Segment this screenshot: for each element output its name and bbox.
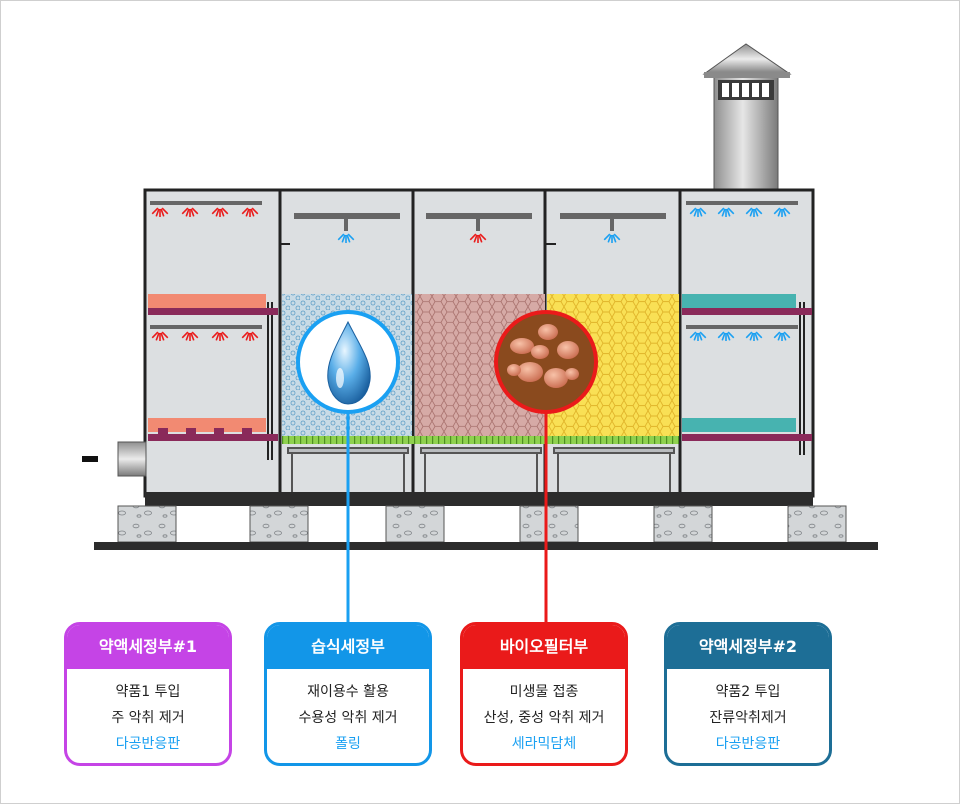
spray-fan bbox=[151, 331, 169, 341]
card-line: 주 악취 제거 bbox=[111, 710, 185, 726]
card-title: 약액세정부#1 bbox=[67, 625, 229, 669]
baffles bbox=[267, 243, 805, 460]
card-chemical-wash-2: 약액세정부#2 약품2 투입 잔류악취제거 다공반응판 bbox=[664, 622, 832, 766]
card-title: 바이오필터부 bbox=[463, 625, 625, 669]
spray-fan bbox=[241, 331, 259, 341]
inlet-duct bbox=[82, 441, 147, 477]
spray-fan bbox=[337, 233, 355, 243]
spray-fan bbox=[717, 207, 735, 217]
spray-fan bbox=[689, 331, 707, 341]
card-highlight: 다공반응판 bbox=[115, 736, 181, 752]
ground-line bbox=[94, 542, 878, 550]
spray-fan bbox=[603, 233, 621, 243]
spray-fan bbox=[181, 207, 199, 217]
card-line: 미생물 접종 bbox=[509, 684, 579, 700]
spray-fan bbox=[211, 331, 229, 341]
card-line: 산성, 중성 악취 제거 bbox=[483, 710, 605, 726]
spray-fan bbox=[241, 207, 259, 217]
spray-fan bbox=[211, 207, 229, 217]
card-title: 약액세정부#2 bbox=[667, 625, 829, 669]
spray-fan bbox=[745, 331, 763, 341]
card-title: 습식세정부 bbox=[267, 625, 429, 669]
spray-fan bbox=[745, 207, 763, 217]
chemical-plates-1 bbox=[148, 294, 278, 441]
card-highlight: 세라믹담체 bbox=[511, 736, 577, 752]
water-drop-icon bbox=[296, 310, 400, 414]
card-line: 잔류악취제거 bbox=[709, 710, 787, 726]
tank-floor bbox=[145, 492, 813, 506]
spray-fan bbox=[773, 207, 791, 217]
support-grid bbox=[282, 436, 679, 444]
card-highlight: 다공반응판 bbox=[715, 736, 781, 752]
spray-fan bbox=[689, 207, 707, 217]
card-line: 약품1 투입 bbox=[115, 684, 181, 700]
card-chemical-wash-1: 약액세정부#1 약품1 투입 주 악취 제거 다공반응판 bbox=[64, 622, 232, 766]
card-line: 재이용수 활용 bbox=[307, 684, 389, 700]
spray-fan bbox=[717, 331, 735, 341]
card-bio-filter: 바이오필터부 미생물 접종 산성, 중성 악취 제거 세라믹담체 bbox=[460, 622, 628, 766]
card-highlight: 폴링 bbox=[335, 736, 361, 752]
card-line: 약품2 투입 bbox=[715, 684, 781, 700]
foundation-blocks bbox=[117, 505, 847, 543]
spray-fan bbox=[181, 331, 199, 341]
microbe-cluster-icon bbox=[494, 310, 598, 414]
spray-fan bbox=[469, 233, 487, 243]
card-line: 수용성 악취 제거 bbox=[298, 710, 398, 726]
chimney-icon bbox=[702, 43, 792, 193]
card-wet-scrubber: 습식세정부 재이용수 활용 수용성 악취 제거 폴링 bbox=[264, 622, 432, 766]
spray-nozzle-icon bbox=[150, 201, 798, 329]
chemical-plates-2 bbox=[682, 294, 812, 441]
spray-fan bbox=[773, 331, 791, 341]
spray-fan bbox=[151, 207, 169, 217]
